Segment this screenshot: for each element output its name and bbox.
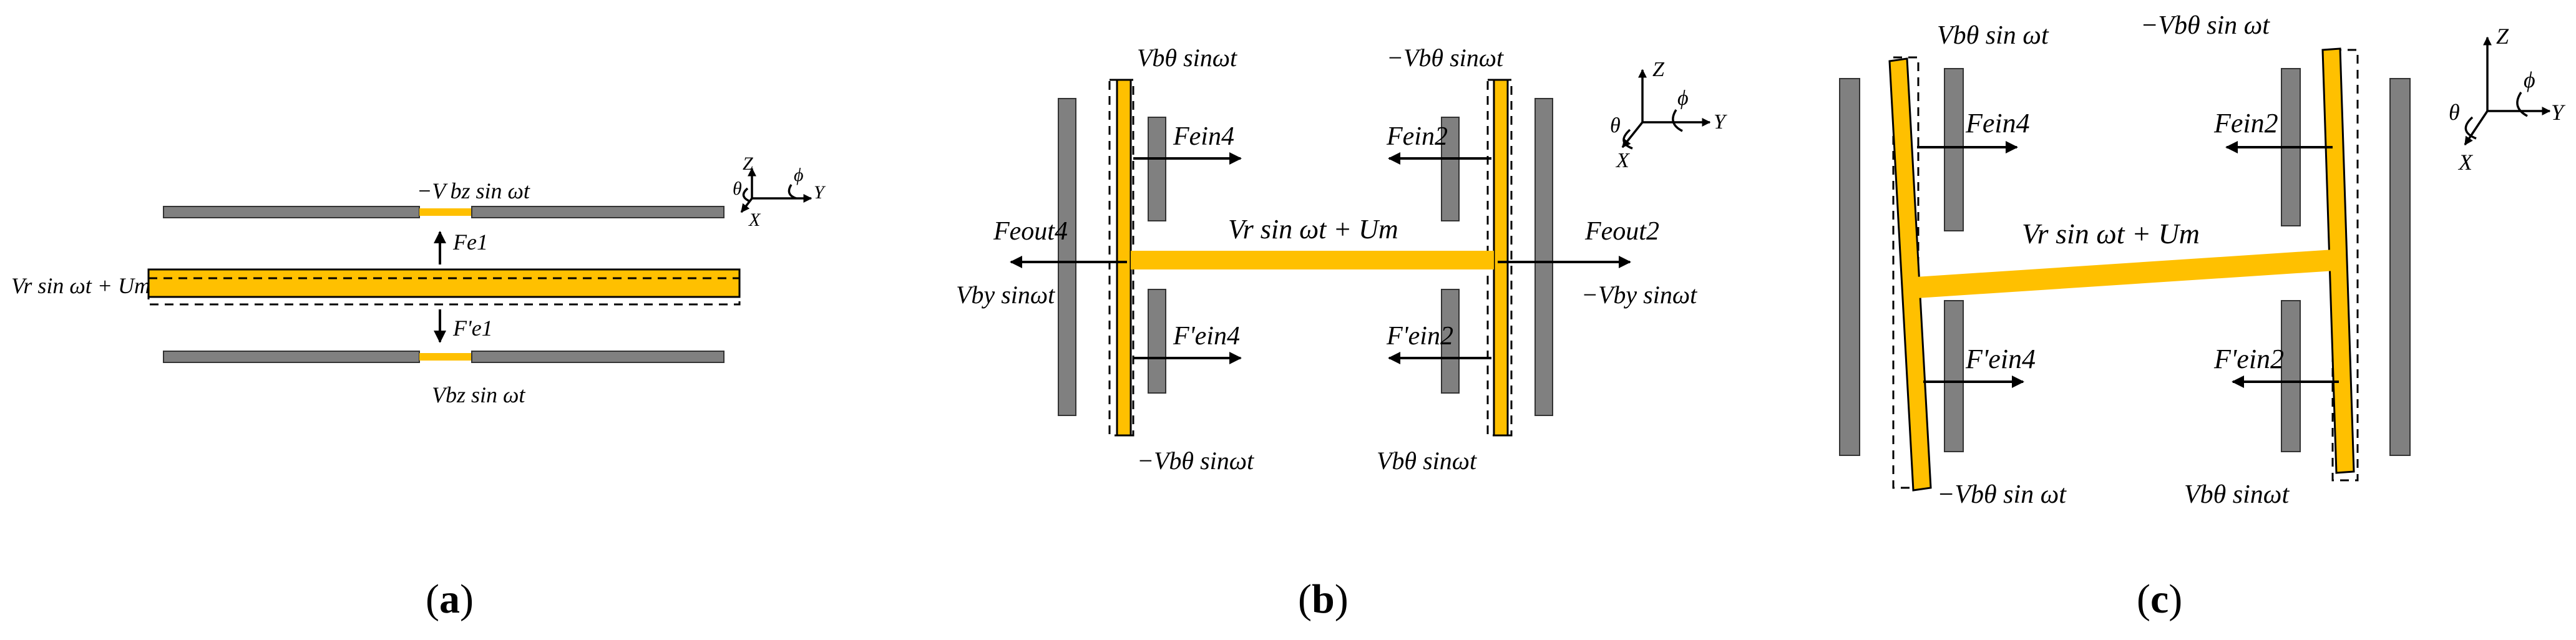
caption-c: (c): [2137, 576, 2182, 622]
inner-electrode-right-bottom: [1441, 289, 1460, 394]
axis-theta-label: θ: [1610, 114, 1621, 137]
beam-voltage-label-b: Vr sin ωt + Um: [1228, 214, 1398, 245]
force-eout2-label: Feout2: [1584, 217, 1659, 246]
force-ein2-label: Fein2: [1386, 122, 1448, 151]
inner-electrode-right-bottom: [2281, 300, 2301, 452]
top-electrode-right: [471, 206, 724, 218]
force-ein2-prime-label: F'ein2: [2213, 344, 2284, 374]
panel-c: Vr sin ωt + Um Fein4 F'ein4 Fein2 F'ein2…: [1839, 11, 2566, 622]
panel-a: −V bz sin ωt Fe1 Vr sin ωt + Um F'e1 Vbz…: [11, 153, 826, 622]
axis-x-label: X: [2457, 150, 2474, 175]
panel-b: Vr sin ωt + Um Feout4 Vby sinωt Feout2 −…: [956, 44, 1727, 622]
axis-z-label: Z: [2496, 24, 2509, 49]
right-tilted-plate: [2321, 47, 2355, 474]
top-voltage-label: −V bz sin ωt: [417, 178, 530, 203]
axis-triad-c: Z Y X θ ϕ: [2449, 24, 2566, 175]
bottom-voltage-label: Vbz sin ωt: [432, 382, 525, 407]
beam: [147, 268, 741, 298]
caption-a: (a): [426, 576, 474, 622]
tilted-connecting-beam: [1916, 250, 2335, 298]
force-ein4-prime-label: F'ein4: [1173, 322, 1240, 351]
axis-theta-arc: [2464, 116, 2477, 140]
axis-x-arrow: [740, 197, 753, 213]
axis-triad-b: Z Y X θ ϕ: [1610, 58, 1727, 172]
bottom-left-voltage-label: −Vbθ sin ωt: [1937, 480, 2067, 509]
axis-x-label: X: [1615, 149, 1630, 172]
top-electrode-left: [163, 206, 420, 218]
bottom-right-voltage-label: Vbθ sinωt: [2184, 480, 2290, 509]
force-ein4-label: Fein4: [1173, 122, 1234, 151]
axis-x-arrow: [2464, 110, 2489, 146]
left-proof-plate: [1116, 79, 1132, 437]
axis-y-label: Y: [814, 182, 826, 203]
axis-theta-arc: [1622, 128, 1633, 150]
force-ein2-label: Fein2: [2213, 108, 2278, 138]
left-tilted-plate: [1888, 57, 1932, 492]
outer-electrode-left: [1058, 98, 1076, 416]
top-left-voltage-label: Vbθ sin ωt: [1937, 21, 2049, 50]
axis-phi-label: ϕ: [1677, 87, 1689, 110]
bottom-right-voltage-label: Vbθ sinωt: [1377, 447, 1477, 475]
axis-phi-label: ϕ: [794, 165, 804, 185]
inner-electrode-left-bottom: [1148, 289, 1166, 394]
axis-triad-a: Z Y X θ ϕ: [733, 153, 826, 230]
force-fe1-label: Fe1: [452, 230, 488, 255]
axis-phi-arc: [788, 184, 797, 200]
inner-electrode-left-bottom: [1944, 300, 1964, 452]
axis-y-label: Y: [1714, 110, 1727, 133]
top-right-voltage-label: −Vbθ sin ωt: [2140, 11, 2270, 40]
right-voltage-label: −Vby sinωt: [1581, 281, 1697, 309]
axis-phi-arc: [2516, 92, 2528, 117]
axis-x-label: X: [748, 210, 761, 230]
inner-electrode-left-top: [1944, 68, 1964, 231]
axis-z-label: Z: [1652, 58, 1665, 81]
bottom-electrode-right: [471, 351, 724, 363]
right-proof-plate: [1493, 79, 1509, 437]
bottom-left-voltage-label: −Vbθ sinωt: [1137, 447, 1254, 475]
top-electrode-gap: [419, 208, 472, 216]
axis-theta-label: θ: [2449, 100, 2460, 125]
force-ein4-label: Fein4: [1965, 108, 2030, 138]
top-right-voltage-label: −Vbθ sinωt: [1387, 44, 1504, 72]
beam-deflection-outline: [147, 277, 741, 306]
axis-phi-arc: [1672, 109, 1683, 132]
top-left-voltage-label: Vbθ sinωt: [1137, 44, 1237, 72]
bottom-electrode-gap: [419, 353, 472, 361]
beam-voltage-label: Vr sin ωt + Um: [11, 273, 150, 298]
inner-electrode-left-top: [1148, 117, 1166, 221]
axis-y-label: Y: [2551, 100, 2566, 125]
axis-theta-arc: [742, 187, 749, 202]
axis-theta-label: θ: [733, 178, 742, 199]
connecting-beam: [1131, 251, 1494, 269]
inner-electrode-right-top: [1441, 117, 1460, 221]
force-ein4-prime-label: F'ein4: [1965, 344, 2036, 374]
beam-voltage-label-c: Vr sin ωt + Um: [2022, 218, 2200, 250]
outer-electrode-right: [2389, 78, 2411, 456]
force-eout4-label: Feout4: [993, 217, 1068, 246]
force-ein2-prime-label: F'ein2: [1386, 322, 1453, 351]
left-voltage-label: Vby sinωt: [956, 281, 1055, 309]
outer-electrode-right: [1534, 98, 1553, 416]
force-fe1-prime-label: F'e1: [452, 316, 493, 341]
outer-electrode-left: [1839, 78, 1860, 456]
bottom-electrode-left: [163, 351, 420, 363]
axis-phi-label: ϕ: [2524, 67, 2535, 92]
caption-b: (b): [1298, 576, 1349, 622]
axis-z-label: Z: [743, 153, 753, 174]
